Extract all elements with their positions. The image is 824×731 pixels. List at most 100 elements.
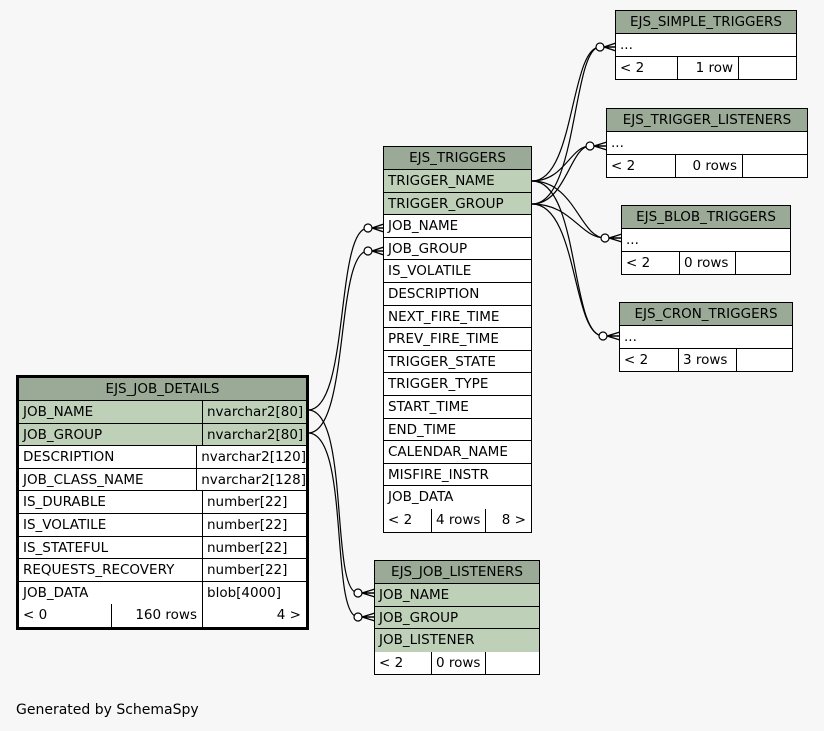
edge-end-circle: [363, 246, 373, 256]
footer-parents: < 0: [23, 607, 48, 624]
column-name: IS_VOLATILE: [23, 516, 107, 533]
footer-children: [736, 348, 792, 372]
table-title: EJS_TRIGGER_LISTENERS: [607, 109, 807, 132]
table-ellipsis: ...: [622, 229, 790, 252]
column-type: number[22]: [202, 536, 306, 559]
column-row[interactable]: JOB_DATA: [384, 486, 531, 509]
column-name: IS_STATEFUL: [23, 539, 109, 556]
column-type: nvarchar2[120]: [196, 446, 306, 468]
footer-children: [735, 251, 790, 275]
column-name: IS_DURABLE: [23, 494, 106, 511]
table-ejs-cron-triggers[interactable]: EJS_CRON_TRIGGERS ... < 2 3 rows: [619, 302, 793, 373]
edge-end-circle: [585, 141, 595, 151]
table-ellipsis: ...: [607, 132, 807, 155]
edge-job-group-to-triggers: [307, 250, 369, 434]
column-row[interactable]: JOB_GROUP nvarchar2[80]: [19, 423, 306, 447]
column-row[interactable]: START_TIME: [384, 396, 531, 419]
table-title: EJS_SIMPLE_TRIGGERS: [616, 11, 796, 34]
footer-children: [742, 154, 807, 178]
ellipsis: ...: [611, 135, 624, 151]
column-row[interactable]: DESCRIPTION: [384, 283, 531, 306]
column-row[interactable]: JOB_LISTENER: [375, 629, 539, 652]
edge-job-group-to-listeners: [307, 432, 359, 618]
column-name: JOB_NAME: [23, 404, 94, 420]
column-name: NEXT_FIRE_TIME: [388, 308, 500, 325]
footer-children: [485, 651, 539, 675]
column-row[interactable]: PREV_FIRE_TIME: [384, 328, 531, 351]
footer-rows: 0 rows: [679, 251, 735, 275]
table-ellipsis: ...: [620, 326, 792, 349]
footer-rows: 4 rows: [431, 508, 485, 532]
table-footer: < 2 1 row: [616, 56, 796, 80]
column-row[interactable]: MISFIRE_INSTR: [384, 464, 531, 487]
table-ejs-blob-triggers[interactable]: EJS_BLOB_TRIGGERS ... < 2 0 rows: [621, 205, 791, 276]
column-type: nvarchar2[80]: [202, 423, 306, 446]
crow-foot: [603, 42, 617, 52]
footer-parents: < 2: [626, 254, 651, 271]
table-ellipsis: ...: [616, 34, 796, 57]
edge-end-circle: [595, 42, 605, 52]
column-row[interactable]: CALENDAR_NAME: [384, 441, 531, 464]
column-type: number[22]: [202, 513, 306, 536]
footer-children: 4 >: [202, 604, 306, 627]
crow-foot: [361, 612, 376, 622]
edge-trigger-name-to-simple: [531, 46, 601, 182]
column-row[interactable]: IS_VOLATILE: [384, 260, 531, 283]
crow-foot: [371, 246, 385, 256]
table-footer: < 2 0 rows: [375, 651, 539, 675]
footer-parents: < 2: [611, 157, 636, 174]
column-type: number[22]: [202, 559, 306, 581]
column-row[interactable]: IS_VOLATILE number[22]: [19, 513, 306, 537]
footer-children: [738, 56, 796, 80]
crow-foot: [606, 331, 621, 341]
column-row[interactable]: IS_STATEFUL number[22]: [19, 536, 306, 560]
table-ejs-trigger-listeners[interactable]: EJS_TRIGGER_LISTENERS ... < 2 0 rows: [606, 108, 808, 179]
column-name: MISFIRE_INSTR: [388, 466, 489, 483]
ellipsis: ...: [624, 329, 637, 345]
column-name: END_TIME: [388, 421, 457, 438]
column-row[interactable]: END_TIME: [384, 419, 531, 442]
column-name: JOB_DATA: [23, 584, 89, 601]
column-row[interactable]: JOB_NAME: [384, 215, 531, 238]
table-ejs-job-listeners[interactable]: EJS_JOB_LISTENERS JOB_NAME JOB_GROUP JOB_L…: [374, 560, 540, 676]
column-row[interactable]: JOB_GROUP: [384, 238, 531, 261]
footer-rows: 0 rows: [675, 154, 742, 178]
footer-children: 8 >: [485, 508, 531, 532]
edge-end-circle: [353, 588, 363, 598]
edge-end-circle: [598, 331, 608, 341]
edge-trigger-name-to-cron: [531, 180, 604, 337]
column-row[interactable]: JOB_GROUP: [375, 606, 539, 630]
column-name: DESCRIPTION: [23, 449, 115, 466]
column-name: JOB_GROUP: [23, 426, 103, 443]
crow-foot: [361, 588, 376, 598]
column-name: START_TIME: [388, 398, 469, 415]
footer-rows: 160 rows: [111, 604, 202, 627]
column-row[interactable]: TRIGGER_GROUP: [384, 192, 531, 216]
table-footer: < 2 4 rows 8 >: [384, 508, 531, 532]
edge-trigger-group-to-simple: [531, 46, 601, 205]
table-ejs-simple-triggers[interactable]: EJS_SIMPLE_TRIGGERS ... < 2 1 row: [615, 10, 797, 81]
column-row[interactable]: TRIGGER_NAME: [384, 170, 531, 193]
ellipsis: ...: [620, 37, 633, 53]
table-title: EJS_CRON_TRIGGERS: [620, 303, 792, 326]
ellipsis: ...: [626, 232, 639, 248]
edge-trigger-name-to-blob: [531, 180, 606, 239]
column-name: JOB_GROUP: [379, 609, 459, 626]
column-row[interactable]: TRIGGER_TYPE: [384, 373, 531, 396]
column-row[interactable]: TRIGGER_STATE: [384, 351, 531, 374]
column-name: TRIGGER_GROUP: [388, 195, 504, 212]
column-row[interactable]: JOB_NAME: [375, 584, 539, 607]
edge-end-circle: [353, 612, 363, 622]
column-row[interactable]: DESCRIPTION nvarchar2[120]: [19, 446, 306, 469]
column-row[interactable]: NEXT_FIRE_TIME: [384, 306, 531, 329]
edge-job-name-to-triggers: [307, 227, 369, 411]
table-title: EJS_JOB_LISTENERS: [375, 561, 539, 584]
edge-end-circle: [600, 233, 610, 243]
